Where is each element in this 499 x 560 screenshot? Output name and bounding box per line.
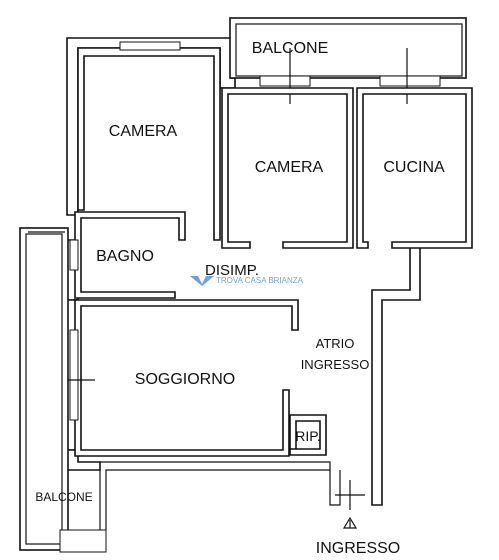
label-camera-left: CAMERA <box>109 123 178 140</box>
balcone-left-area <box>19 227 107 553</box>
label-bagno: BAGNO <box>96 248 154 265</box>
bagno-room <box>69 211 186 299</box>
label-ripostiglio: RIP. <box>295 428 320 444</box>
ripostiglio-room <box>289 414 327 456</box>
label-balcone-top: BALCONE <box>252 40 328 57</box>
cucina-room <box>356 87 473 249</box>
label-ingresso-entrance: INGRESSO <box>316 540 400 557</box>
label-cucina: CUCINA <box>383 159 445 176</box>
watermark: TROVA CASA BRIANZA <box>190 276 304 286</box>
entrance <box>335 480 365 529</box>
label-atrio: ATRIO <box>316 336 355 351</box>
camera-center-room <box>221 87 354 249</box>
label-disimpegno: DISIMP. <box>205 262 259 279</box>
label-camera-center: CAMERA <box>255 159 324 176</box>
watermark-text: TROVA CASA BRIANZA <box>216 276 304 285</box>
label-balcone-left: BALCONE <box>35 490 92 504</box>
camera-left-room <box>77 41 221 241</box>
label-atrio-ingresso: INGRESSO <box>301 357 370 372</box>
label-soggiorno: SOGGIORNO <box>135 371 235 388</box>
watermark-logo-icon <box>190 276 214 286</box>
balcone-top-area <box>229 17 467 104</box>
